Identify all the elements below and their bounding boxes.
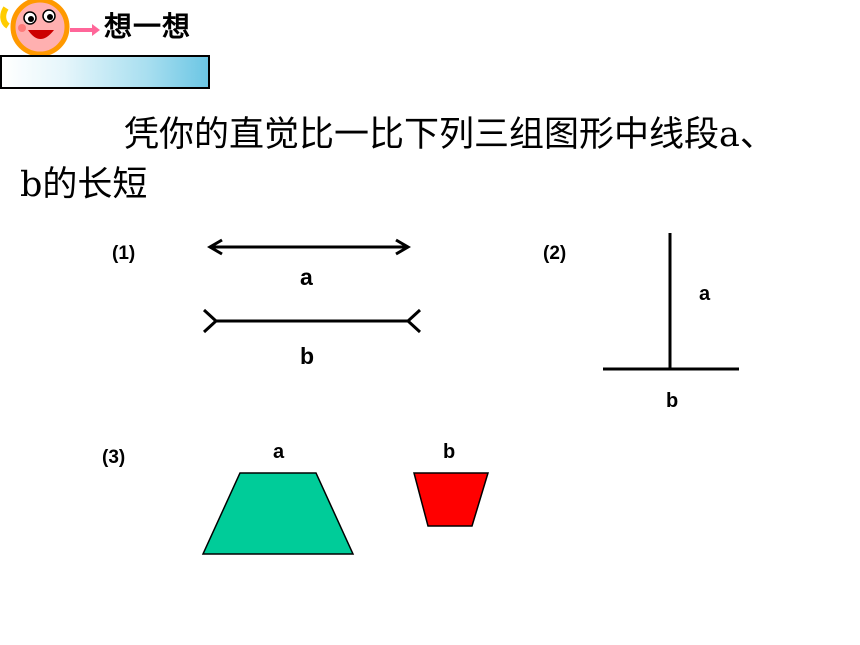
group-2-number: (2) (543, 243, 567, 264)
group-3-figure (201, 472, 490, 555)
header-banner (0, 55, 210, 89)
group-3-label-a: a (273, 441, 285, 463)
group-1-number: (1) (112, 243, 136, 264)
segment-b-right-fin (405, 308, 422, 334)
group-1-label-a: a (300, 264, 313, 290)
segment-a-left-arrowhead (207, 238, 223, 256)
instruction-text: 凭你的直觉比一比下列三组图形中线段a、 b的长短 (20, 110, 840, 210)
segment-b-left-fin (202, 308, 219, 334)
segment-a-right-arrowhead (395, 238, 411, 256)
trapezoid-a (201, 472, 355, 555)
group-2-figure (603, 233, 739, 371)
instruction-line-1: 凭你的直觉比一比下列三组图形中线段a、 (124, 115, 775, 155)
group-2-label-a: a (699, 283, 711, 305)
trapezoid-b (413, 472, 490, 527)
group-1-label-b: b (300, 343, 315, 369)
instruction-line-2: b的长短 (20, 165, 148, 205)
group-3-number: (3) (102, 447, 126, 468)
group-1-figure (202, 238, 422, 334)
group-2-label-b: b (666, 390, 679, 412)
page-title: 想一想 (104, 10, 192, 43)
group-3-label-b: b (443, 441, 456, 463)
